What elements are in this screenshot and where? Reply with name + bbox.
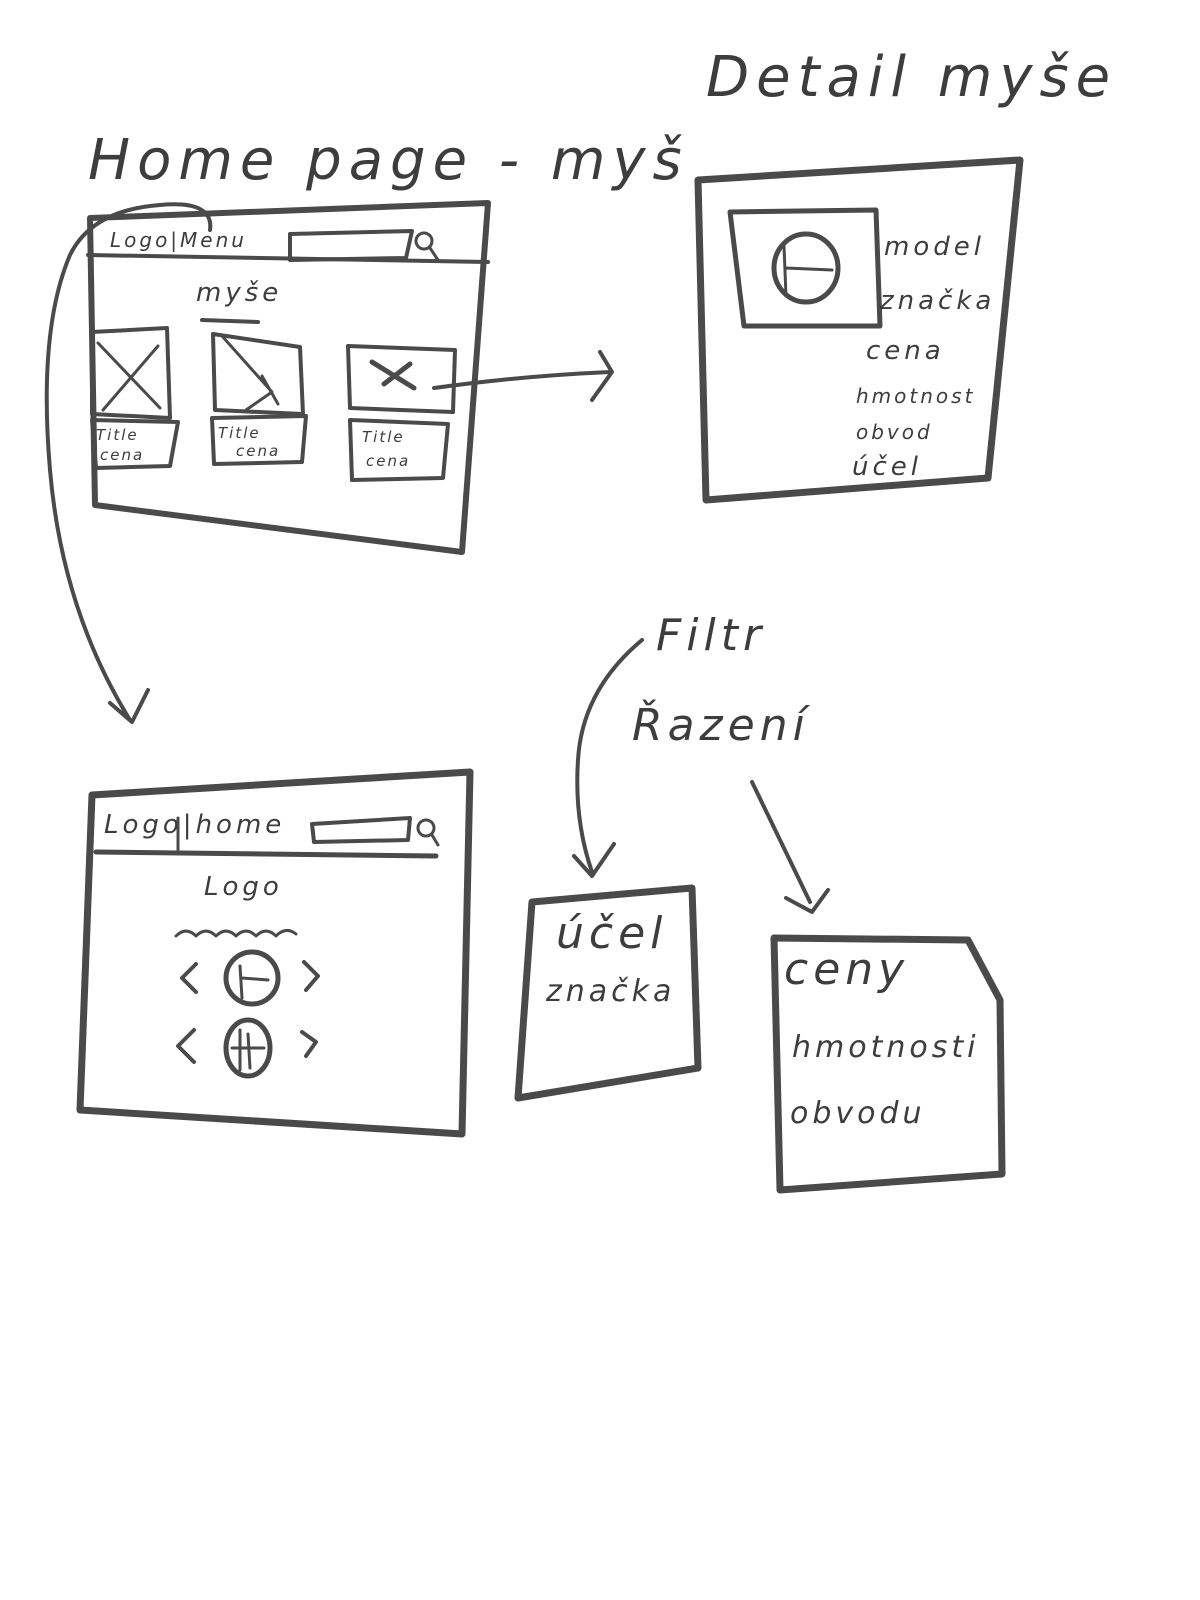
chevron-left-icon bbox=[176, 1028, 196, 1064]
landing-header-logo-home[interactable]: Logo|home bbox=[104, 810, 286, 840]
sort-item-size[interactable]: obvodu bbox=[790, 1096, 926, 1131]
detail-image-frame bbox=[727, 207, 883, 329]
sort-item-price[interactable]: ceny bbox=[784, 944, 910, 995]
home-header-logo-menu[interactable]: Logo|Menu bbox=[110, 228, 247, 252]
detail-wireframe-frame bbox=[694, 156, 1024, 504]
landing-logo: Logo bbox=[204, 872, 283, 902]
detail-attr-size: obvod bbox=[856, 420, 933, 444]
search-icon[interactable] bbox=[414, 231, 440, 262]
image-placeholder-icon bbox=[90, 326, 172, 420]
filter-item-brand[interactable]: značka bbox=[546, 974, 676, 1009]
chevron-right-icon bbox=[302, 960, 320, 992]
filter-card bbox=[514, 884, 702, 1102]
landing-wireframe-frame bbox=[76, 768, 474, 1138]
product-card[interactable] bbox=[210, 332, 308, 466]
carousel-row[interactable] bbox=[176, 1017, 318, 1079]
product-card[interactable] bbox=[346, 344, 457, 482]
product-title: Title bbox=[362, 428, 405, 446]
arrow-to-filter-card bbox=[572, 638, 644, 878]
carousel-row[interactable] bbox=[180, 949, 320, 1007]
detail-attr-model: model bbox=[884, 232, 985, 262]
home-heading: myše bbox=[196, 278, 283, 308]
sort-card bbox=[770, 934, 1006, 1194]
filter-item-purpose[interactable]: účel bbox=[556, 908, 668, 959]
arrow-to-landing bbox=[44, 202, 213, 724]
chevron-left-icon bbox=[180, 962, 198, 994]
heading-underline bbox=[200, 318, 260, 324]
product-price: cena bbox=[236, 442, 281, 460]
detail-attr-weight: hmotnost bbox=[856, 384, 976, 408]
search-field[interactable] bbox=[310, 816, 412, 844]
image-placeholder-icon bbox=[211, 332, 305, 416]
logo-underline bbox=[174, 929, 298, 938]
sort-item-weight[interactable]: hmotnosti bbox=[792, 1030, 980, 1065]
mouse-icon bbox=[223, 1017, 273, 1079]
product-card[interactable] bbox=[90, 326, 180, 470]
detail-attr-purpose: účel bbox=[852, 452, 922, 482]
product-title: Title bbox=[96, 426, 139, 444]
mouse-icon bbox=[771, 231, 841, 305]
search-icon[interactable] bbox=[416, 818, 440, 847]
detail-title: Detail myše bbox=[706, 45, 1118, 110]
filter-label: Filtr bbox=[656, 610, 767, 661]
mouse-icon bbox=[223, 949, 281, 1007]
product-title: Title bbox=[218, 424, 261, 442]
landing-header-bar bbox=[93, 816, 439, 859]
image-placeholder-icon bbox=[346, 344, 457, 414]
detail-attr-brand: značka bbox=[880, 286, 996, 316]
home-page-title: Home page - myš bbox=[88, 128, 689, 193]
search-field[interactable] bbox=[288, 229, 414, 262]
sorting-label: Řazení bbox=[632, 700, 810, 751]
detail-attr-price: cena bbox=[866, 336, 945, 366]
product-price: cena bbox=[100, 446, 145, 464]
chevron-right-icon bbox=[300, 1030, 318, 1058]
arrow-to-sort-card bbox=[750, 780, 830, 914]
product-price: cena bbox=[366, 452, 411, 470]
arrow-to-detail bbox=[432, 350, 614, 402]
